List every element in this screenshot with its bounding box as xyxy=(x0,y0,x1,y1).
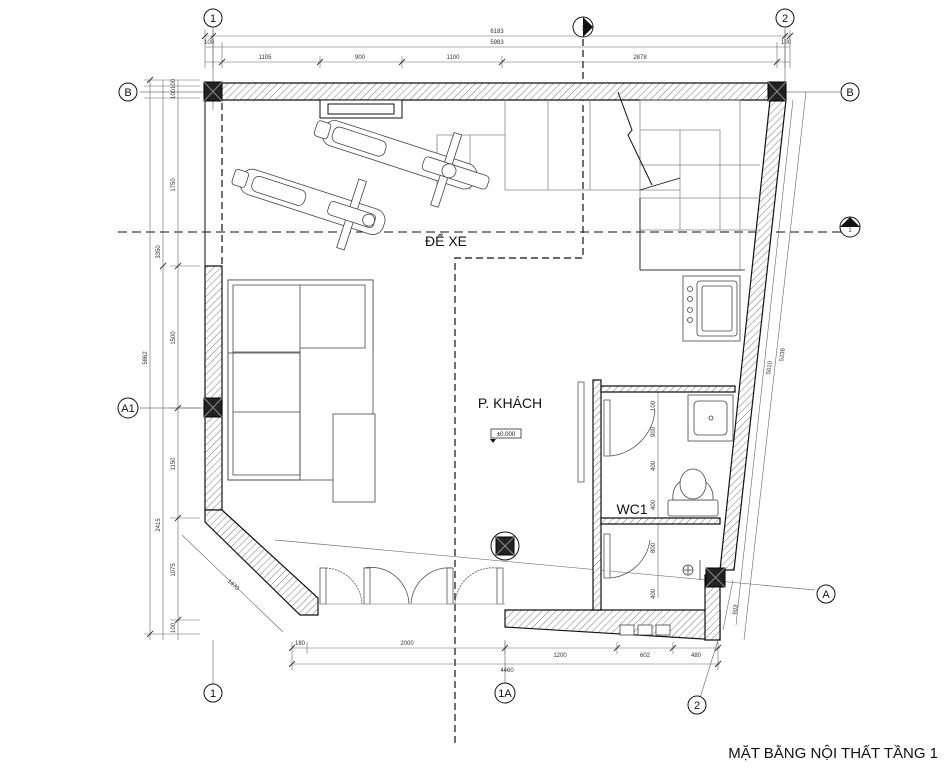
wc-shower xyxy=(682,560,701,580)
dim-wc-4: 400 xyxy=(651,499,657,510)
dim-left-overall: 5862 xyxy=(143,351,149,365)
grid-label-2-top: 2 xyxy=(782,13,788,25)
dim-left-small-bottom: 100 xyxy=(171,622,177,633)
dim-right-bottom: 603 xyxy=(732,604,740,616)
column-b1 xyxy=(203,81,223,102)
dim-left-sub-4: 1075 xyxy=(171,563,177,577)
dim-top-left-offset: 100 xyxy=(204,40,215,46)
dim-bottom-seg-2: 2000 xyxy=(400,641,414,647)
dim-left-seg-top: 3350 xyxy=(156,245,162,259)
grid-label-b-left: B xyxy=(124,87,131,99)
wall-wc-left xyxy=(592,379,602,611)
grid-bubble-1-bottom: 1 xyxy=(203,683,223,703)
dim-top-right-offset: 100 xyxy=(781,40,792,46)
dimension-texts: 6183 5983 100 100 1105 900 1100 2878 586… xyxy=(143,29,792,674)
dim-wc-1: 100 xyxy=(651,400,657,411)
dim-left-small-top-2: 100 xyxy=(171,88,177,99)
grid-bubbles: 1 2 B B A1 A 1 1A 2 xyxy=(117,8,860,715)
column-a1 xyxy=(203,397,223,418)
cut-lines xyxy=(221,28,584,745)
dim-top-seg-1: 1105 xyxy=(259,55,273,61)
dim-top-seg-4: 2878 xyxy=(633,55,647,61)
wall-left-diagonal xyxy=(204,509,319,616)
room-label-wc: WC1 xyxy=(616,501,647,517)
level-marker: ±0.000 xyxy=(490,428,522,443)
dim-left-seg-bottom: 2415 xyxy=(156,518,162,532)
grid-label-1-top: 1 xyxy=(210,13,216,25)
section-marker-top: 1 xyxy=(572,16,594,38)
dim-bottom-seg-5: 480 xyxy=(691,653,702,659)
wc-basin xyxy=(687,394,734,442)
entrance-doors xyxy=(318,566,505,605)
dim-wc-2: 900 xyxy=(651,426,657,437)
columns xyxy=(203,81,787,588)
grid-label-1-bottom: 1 xyxy=(210,688,216,700)
coffee-table xyxy=(332,413,376,503)
level-mark-text: ±0.000 xyxy=(497,432,516,438)
section-label-right: 1 xyxy=(848,228,852,234)
grid-bubble-2-bottom: 2 xyxy=(687,695,707,715)
dim-top-inner: 5983 xyxy=(490,40,504,46)
column-1a xyxy=(490,531,520,561)
dim-bottom-seg-3: 1200 xyxy=(553,653,567,659)
grid-bubble-a1: A1 xyxy=(117,397,139,419)
grid-bubble-1-top: 1 xyxy=(203,8,223,28)
grid-bubble-1a-bottom: 1A xyxy=(494,682,516,704)
grid-label-b-right: B xyxy=(846,87,853,99)
section-marker-right: 1 xyxy=(839,216,861,238)
room-label-living: P. KHÁCH xyxy=(478,395,542,411)
dimension-ticks xyxy=(146,32,794,668)
drawing-title: MẶT BẰNG NỘI THẤT TẦNG 1 xyxy=(728,744,938,762)
grid-bubble-a: A xyxy=(816,584,836,604)
dim-wc-3: 400 xyxy=(651,460,657,471)
dim-top-overall: 6183 xyxy=(490,29,504,35)
motorbike-1 xyxy=(231,168,386,251)
grid-label-2-bottom: 2 xyxy=(694,700,700,712)
room-label-parking: ĐỂ XE xyxy=(425,232,467,249)
dim-bottom-overall: 4460 xyxy=(500,668,514,674)
dim-right-outer: 5236 xyxy=(779,347,787,362)
dim-right-inner: 5010 xyxy=(766,360,774,375)
dim-bottom-seg-1: 180 xyxy=(295,641,306,647)
dim-wc-5: 800 xyxy=(651,542,657,553)
grid-label-a: A xyxy=(822,589,830,601)
section-label-top: 1 xyxy=(581,26,585,32)
dim-diag-left: 1470 xyxy=(226,579,240,593)
wc-door xyxy=(577,381,656,579)
column-a2 xyxy=(705,567,726,588)
dim-bottom-seg-4: 602 xyxy=(640,653,651,659)
wall-wc-top xyxy=(600,385,736,393)
grid-bubble-b-right: B xyxy=(840,82,860,102)
floor-vents xyxy=(619,624,671,636)
dimension-lines xyxy=(144,30,807,670)
dim-left-sub-3: 1150 xyxy=(171,457,177,471)
dim-wc-6: 400 xyxy=(651,588,657,599)
wall-left-lower xyxy=(204,265,223,511)
grid-label-1a-bottom: 1A xyxy=(498,688,512,700)
kitchen-counter xyxy=(682,275,741,342)
wall-wc-middle xyxy=(600,517,721,525)
grid-label-a1: A1 xyxy=(121,403,134,415)
dim-top-seg-3: 1100 xyxy=(447,55,461,61)
column-b2 xyxy=(767,81,787,102)
dim-top-seg-2: 900 xyxy=(355,55,366,61)
grid-bubble-2-top: 2 xyxy=(775,8,795,28)
wall-top xyxy=(204,82,786,101)
top-window xyxy=(319,99,403,119)
motorbike-2 xyxy=(313,120,490,208)
wall-bottom xyxy=(504,609,721,641)
dim-left-small-top-1: 100 xyxy=(171,78,177,89)
grid-bubble-b-left: B xyxy=(118,82,138,102)
wc-toilet xyxy=(667,468,719,517)
dim-left-sub-1: 1750 xyxy=(171,178,177,192)
sofa xyxy=(227,279,374,481)
dim-left-sub-2: 1500 xyxy=(171,331,177,345)
